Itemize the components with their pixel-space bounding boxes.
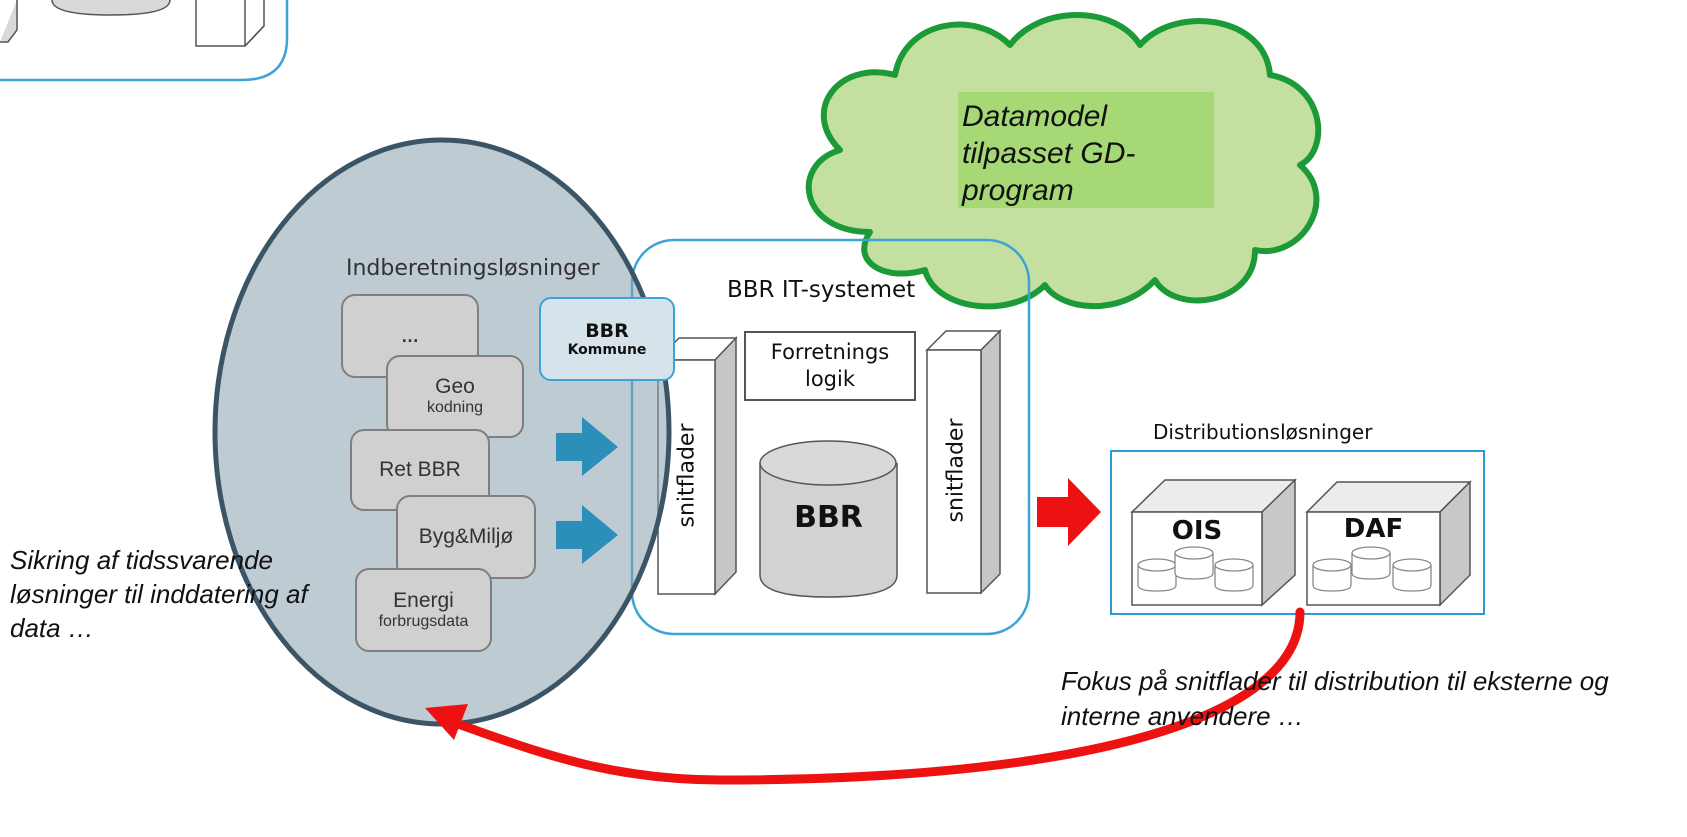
input-box-geo: Geo kodning <box>386 355 524 438</box>
mini-cylinder-body <box>1174 553 1214 580</box>
bbr-kommune-box: BBR Kommune <box>539 297 675 381</box>
mini-cylinder-body <box>1392 565 1432 592</box>
mini-database-icons <box>1137 546 1432 592</box>
mini-cylinder-top <box>1392 558 1432 572</box>
bbr-kommune-title: BBR <box>585 320 629 342</box>
mini-cylinder-body <box>1312 565 1352 592</box>
ois-label: OIS <box>1171 516 1223 546</box>
top-left-fragment <box>0 0 289 82</box>
input-box-ret-bbr-label: Ret BBR <box>379 457 461 481</box>
mini-cylinder-top <box>1351 546 1391 560</box>
bbr-db-label: BBR <box>794 500 863 535</box>
cloud-shape <box>805 12 1322 310</box>
feedback-arrowhead <box>425 704 468 740</box>
input-box-geo-sub: kodning <box>426 399 484 417</box>
input-box-byg-miljo: Byg&Miljø <box>396 495 536 579</box>
input-box-geo-label: Geo <box>435 375 475 399</box>
bbr-kommune-sub: Kommune <box>567 342 647 358</box>
mini-cylinder-body <box>1214 565 1254 592</box>
logic-box <box>744 331 916 401</box>
blue-arrow-1 <box>556 417 618 476</box>
distribution-title: Distributionsløsninger <box>1153 420 1373 444</box>
top-left-block <box>195 0 265 47</box>
mini-cylinder-body <box>1351 553 1391 580</box>
top-left-frame <box>0 0 289 82</box>
mini-cylinder-body <box>1137 565 1177 592</box>
right-interface-label: snitflader <box>943 418 969 523</box>
red-arrow <box>1037 478 1101 546</box>
mini-cylinder-top <box>1174 546 1214 560</box>
left-interface-label: snitflader <box>674 423 700 528</box>
cloud-text: Datamodel tilpasset GD-program <box>962 100 1136 207</box>
input-box-energi-sub: forbrugsdata <box>378 612 469 630</box>
top-left-prism <box>0 0 18 43</box>
bbr-database-cylinder <box>759 440 898 598</box>
blue-arrow-2 <box>556 505 618 564</box>
top-left-cylinder-icon <box>51 0 171 16</box>
input-box-energi-label: Energi <box>393 588 454 612</box>
daf-label: DAF <box>1343 514 1404 544</box>
bbr-system-title: BBR IT-systemet <box>727 277 916 303</box>
logic-label: Forretnings logik <box>770 340 890 391</box>
mini-cylinder-top <box>1214 558 1254 572</box>
input-box-more-label: … <box>401 325 419 346</box>
right-note: Fokus på snitflader til distribution til… <box>1061 666 1609 731</box>
mini-cylinder-top <box>1312 558 1352 572</box>
feedback-arrow <box>447 607 1305 785</box>
input-box-energi: Energi forbrugsdata <box>355 568 492 652</box>
cloud-text-bg <box>958 92 1214 208</box>
mini-cylinder-top <box>1137 558 1177 572</box>
input-box-byg-miljo-label: Byg&Miljø <box>418 524 514 548</box>
left-note: Sikring af tidssvarende løsninger til in… <box>10 545 308 643</box>
right-interface-prism <box>925 329 1002 595</box>
input-solutions-title: Indberetningsløsninger <box>346 256 600 281</box>
